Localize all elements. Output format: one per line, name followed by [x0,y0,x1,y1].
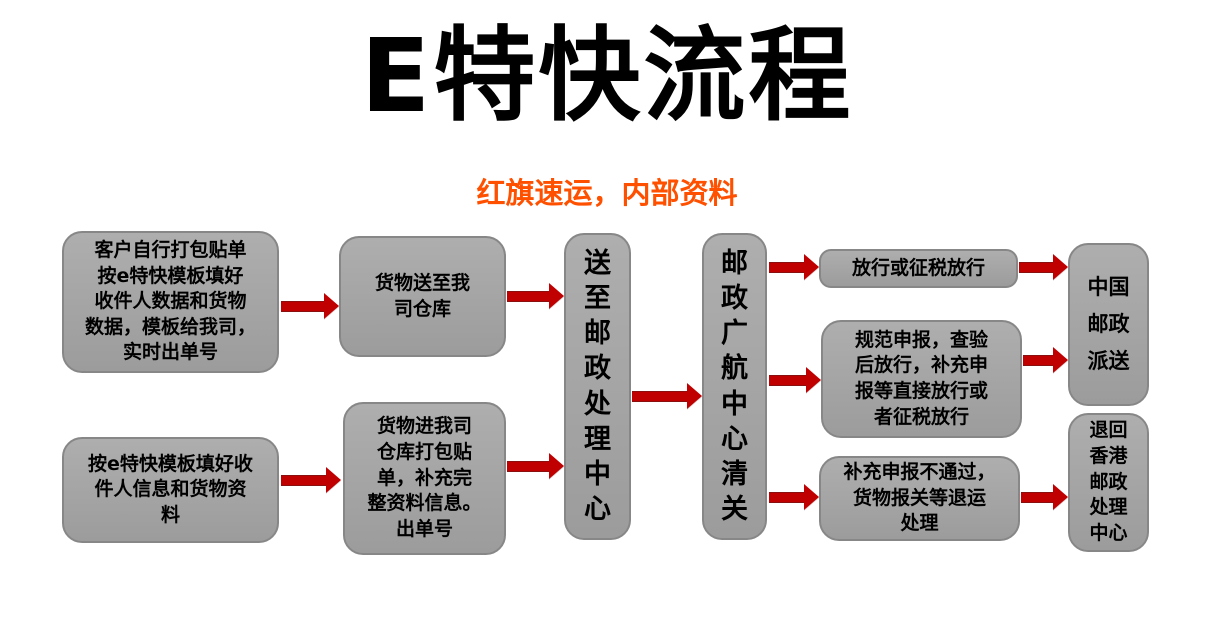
arrow-customs-to-release [769,254,819,280]
arrow-shaft [281,300,324,312]
arrow-head-icon [1053,484,1068,510]
arrow-head-icon [549,283,564,309]
arrow-shaft [1021,491,1053,503]
node-text: 退回 香港 邮政 处理 中心 [1089,419,1128,544]
arrow-shaft [1019,261,1053,273]
arrow-customs-to-declare [769,367,821,393]
arrow-customer-pack-to-goods-to-warehouse [281,293,339,319]
arrow-fill-template-to-warehouse-pack [281,467,341,493]
node-text: 按e特快模板填好收 件人信息和货物资 料 [88,452,253,526]
node-fill-template: 按e特快模板填好收 件人信息和货物资 料 [62,437,279,543]
arrow-shaft [507,460,549,472]
arrow-postal-center-to-customs [632,383,702,409]
node-release: 放行或征税放行 [819,249,1018,288]
arrow-head-icon [806,367,821,393]
node-text: 邮 政 广 航 中 心 清 关 [721,248,748,525]
node-declare: 规范申报，查验 后放行，补充申 报等直接放行或 者征税放行 [821,320,1022,438]
arrow-head-icon [804,254,819,280]
node-postal-center: 送 至 邮 政 处 理 中 心 [564,233,631,540]
node-text: 补充申报不通过， 货物报关等退运 处理 [843,461,996,535]
arrow-release-to-china-post [1019,254,1068,280]
arrow-shaft [769,261,804,273]
node-text: 货物进我司 仓库打包贴 单，补充完 整资料信息。 出单号 [367,415,482,540]
page-title: E特快流程 [360,17,854,136]
arrow-head-icon [804,484,819,510]
arrow-shaft [281,474,326,486]
node-text: 客户自行打包贴单 按e特快模板填好 收件人数据和货物 数据，模板给我司， 实时出… [84,238,256,364]
arrow-head-icon [324,293,339,319]
arrow-shaft [632,390,687,402]
node-return-hk: 退回 香港 邮政 处理 中心 [1068,413,1149,552]
node-text: 规范申报，查验 后放行，补充申 报等直接放行或 者征税放行 [854,328,988,428]
arrow-head-icon [549,453,564,479]
arrow-reject-to-return-hk [1021,484,1068,510]
arrow-head-icon [1053,254,1068,280]
arrow-shaft [1023,354,1053,366]
arrow-declare-to-china-post [1023,347,1068,373]
arrow-head-icon [687,383,702,409]
node-customs: 邮 政 广 航 中 心 清 关 [702,233,767,540]
arrow-shaft [507,290,549,302]
node-text: 放行或征税放行 [851,256,985,279]
arrow-goods-to-warehouse-to-postal-center [507,283,564,309]
node-goods-to-warehouse: 货物送至我 司仓库 [339,236,506,357]
node-text: 中国 邮政 派送 [1087,275,1130,373]
arrow-customs-to-reject [769,484,819,510]
arrow-head-icon [326,467,341,493]
arrow-shaft [769,374,806,386]
arrow-warehouse-pack-to-postal-center [507,453,564,479]
node-warehouse-pack: 货物进我司 仓库打包贴 单，补充完 整资料信息。 出单号 [343,402,506,555]
node-text: 货物送至我 司仓库 [374,271,470,320]
node-china-post: 中国 邮政 派送 [1068,243,1149,406]
node-customer-pack: 客户自行打包贴单 按e特快模板填好 收件人数据和货物 数据，模板给我司， 实时出… [62,231,279,373]
node-reject: 补充申报不通过， 货物报关等退运 处理 [819,456,1020,541]
subtitle: 红旗速运，内部资料 [476,176,738,210]
node-text: 送 至 邮 政 处 理 中 心 [584,248,611,525]
arrow-shaft [769,491,804,503]
arrow-head-icon [1053,347,1068,373]
